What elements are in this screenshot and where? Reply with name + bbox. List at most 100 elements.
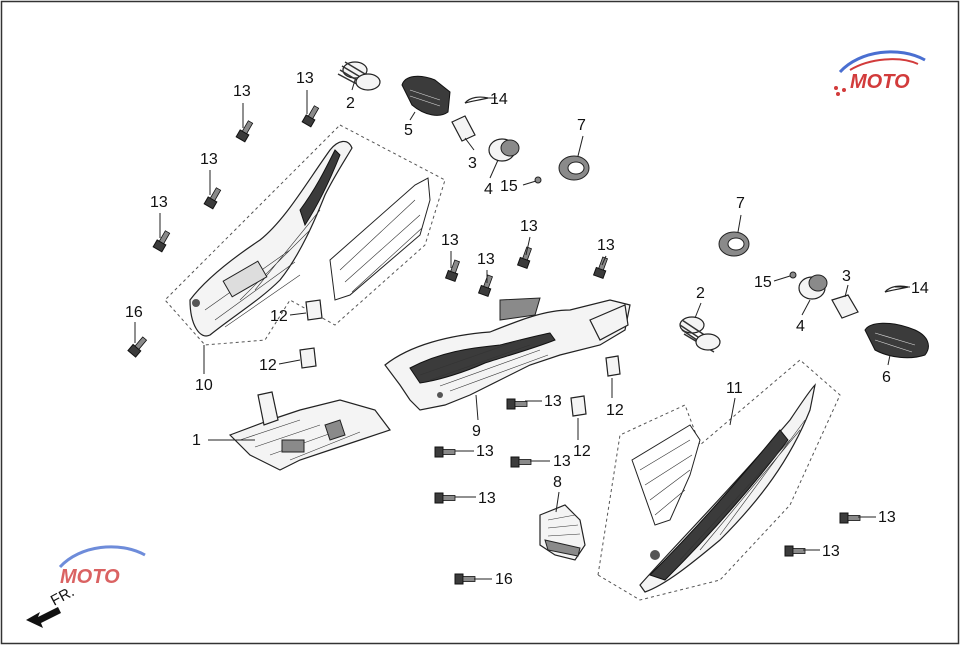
callout-13-g: 13 bbox=[520, 218, 538, 235]
part-7-grommet-right bbox=[718, 231, 750, 257]
part-12-clip-d bbox=[570, 395, 587, 417]
bolt-16-a bbox=[127, 336, 148, 358]
part-1-lower-tray bbox=[228, 391, 391, 471]
part-3-pin-left bbox=[451, 115, 476, 142]
callout-13-i: 13 bbox=[544, 393, 562, 410]
bolt-13-n bbox=[784, 545, 806, 557]
part-2-spring-top bbox=[337, 61, 381, 91]
callout-13-h: 13 bbox=[597, 237, 615, 254]
callout-12-a: 12 bbox=[270, 308, 288, 325]
part-15-washer-right bbox=[789, 271, 797, 279]
bolt-13-l bbox=[434, 492, 456, 504]
part-2-spring-right bbox=[679, 316, 721, 353]
callout-13-l: 13 bbox=[478, 490, 496, 507]
part-4-bushing-right bbox=[798, 274, 828, 300]
bolt-13-m bbox=[839, 512, 861, 524]
callout-5: 5 bbox=[404, 122, 413, 139]
leader-2-top bbox=[351, 79, 356, 91]
callout-14-right: 14 bbox=[911, 280, 929, 297]
callout-7-left: 7 bbox=[577, 117, 586, 134]
callout-12-b: 12 bbox=[259, 357, 277, 374]
callout-13-a: 13 bbox=[233, 83, 251, 100]
part-4-bushing-left bbox=[488, 138, 520, 162]
bolt-16-b bbox=[454, 573, 476, 585]
callout-15-left: 15 bbox=[500, 178, 518, 195]
leader-12-b bbox=[278, 359, 301, 365]
bolt-13-i bbox=[506, 398, 528, 410]
part-7-grommet-left bbox=[558, 155, 590, 181]
callout-13-c: 13 bbox=[200, 151, 218, 168]
bolt-13-a bbox=[235, 120, 254, 143]
leader-11 bbox=[729, 397, 736, 426]
callout-13-d: 13 bbox=[150, 194, 168, 211]
callout-12-c: 12 bbox=[606, 402, 624, 419]
callout-16-b: 16 bbox=[495, 571, 513, 588]
callout-labels: 1 2 2 3 3 4 4 5 6 7 7 8 9 10 11 12 12 12… bbox=[125, 70, 929, 588]
part-10-left-body-cover bbox=[164, 124, 446, 346]
watermark-logo-bottom: MOTO bbox=[58, 545, 146, 588]
front-direction-arrow: FR. bbox=[26, 583, 77, 628]
callout-4-right: 4 bbox=[796, 318, 805, 335]
leader-5 bbox=[409, 111, 416, 121]
part-9-floor-panel bbox=[384, 297, 631, 411]
callout-13-m: 13 bbox=[878, 509, 896, 526]
watermark-text-bottom: MOTO bbox=[60, 566, 120, 588]
leader-9 bbox=[475, 394, 479, 421]
callout-13-n: 13 bbox=[822, 543, 840, 560]
bolt-13-k bbox=[510, 456, 532, 468]
callout-13-b: 13 bbox=[296, 70, 314, 87]
leader-13-h bbox=[601, 255, 607, 266]
part-12-clip-b bbox=[299, 347, 317, 369]
part-12-clip-c bbox=[605, 355, 621, 377]
callout-10: 10 bbox=[195, 377, 213, 394]
leader-15-left bbox=[522, 180, 537, 186]
callout-15-right: 15 bbox=[754, 274, 772, 291]
leader-4-right bbox=[801, 299, 811, 316]
callout-3-right: 3 bbox=[842, 268, 851, 285]
callout-7-right: 7 bbox=[736, 195, 745, 212]
callout-13-e: 13 bbox=[441, 232, 459, 249]
part-14-cotter-pin-left bbox=[464, 96, 489, 104]
callout-13-f: 13 bbox=[477, 251, 495, 268]
callout-1: 1 bbox=[192, 432, 201, 449]
part-3-pin-right bbox=[831, 294, 859, 319]
bolt-13-b bbox=[301, 105, 320, 128]
bolt-13-j bbox=[434, 446, 456, 458]
part-5-footrest-left bbox=[401, 75, 451, 116]
callout-8: 8 bbox=[553, 474, 562, 491]
callout-9: 9 bbox=[472, 423, 481, 440]
callout-14-left: 14 bbox=[490, 91, 508, 108]
leader-12-a bbox=[289, 312, 307, 316]
leader-7-right bbox=[737, 214, 742, 233]
part-12-clip-a bbox=[305, 299, 323, 321]
leader-6 bbox=[887, 354, 891, 366]
part-6-footrest-right bbox=[864, 322, 929, 359]
leader-8 bbox=[555, 491, 560, 513]
bolt-13-h bbox=[592, 256, 608, 280]
callout-12-d: 12 bbox=[573, 443, 591, 460]
callout-2-right: 2 bbox=[696, 285, 705, 302]
callout-11: 11 bbox=[726, 380, 743, 397]
leader-3-right bbox=[844, 284, 849, 298]
callout-3-left: 3 bbox=[468, 155, 477, 172]
leader-lines bbox=[134, 79, 910, 580]
leader-3-left bbox=[464, 137, 475, 151]
callout-2-top: 2 bbox=[346, 95, 355, 112]
bolt-group bbox=[127, 105, 861, 585]
watermark-text-top: MOTO bbox=[850, 71, 910, 93]
part-11-right-body-cover bbox=[597, 359, 841, 601]
leader-13-g bbox=[525, 236, 531, 256]
leader-4-left bbox=[489, 159, 499, 179]
bolt-13-e bbox=[444, 259, 460, 283]
bolt-13-c bbox=[203, 187, 222, 210]
callout-13-j: 13 bbox=[476, 443, 494, 460]
bolt-13-f bbox=[477, 274, 493, 298]
leader-15-right bbox=[773, 275, 791, 282]
callout-6: 6 bbox=[882, 369, 891, 386]
callout-4-left: 4 bbox=[484, 181, 493, 198]
bolt-13-g bbox=[516, 246, 532, 270]
watermark-logo-top: MOTO bbox=[834, 50, 926, 96]
part-8-bracket bbox=[539, 504, 586, 561]
